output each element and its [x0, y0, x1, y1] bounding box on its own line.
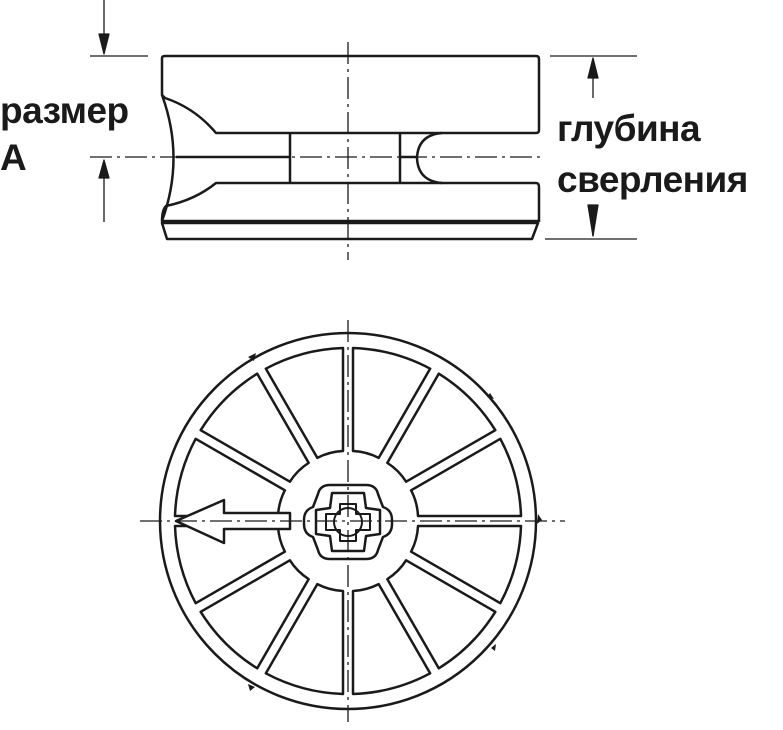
segment	[173, 437, 287, 518]
segment	[173, 524, 287, 605]
segment	[199, 372, 310, 483]
dimension-drill-depth	[545, 55, 637, 240]
left-concave-edge	[160, 94, 175, 222]
neck	[176, 133, 418, 183]
segments	[173, 346, 523, 696]
hub-cross-outer	[314, 491, 382, 553]
hub-outline	[302, 483, 394, 561]
size-a-label-line1: размер	[0, 90, 129, 131]
segment	[351, 582, 432, 696]
drill-depth-label-line2: сверления	[557, 159, 748, 200]
base-chamfer	[160, 221, 540, 241]
top-flange	[160, 54, 541, 135]
dimension-size-a	[90, 0, 148, 222]
side-view	[90, 0, 637, 260]
segment	[386, 372, 497, 483]
top-view	[140, 320, 565, 722]
side-slot-curve	[415, 131, 443, 185]
segment	[386, 559, 497, 670]
segment	[351, 346, 432, 460]
rim-tabs	[248, 353, 542, 691]
segment	[409, 524, 523, 605]
segment	[409, 437, 523, 518]
segment	[264, 582, 345, 696]
bottom-flange	[160, 181, 541, 223]
drill-depth-label-line1: глубина	[557, 108, 701, 149]
size-a-label: размер А	[0, 92, 129, 176]
segment	[199, 559, 310, 670]
size-a-label-line2: А	[0, 137, 27, 178]
hub-cross-inner	[325, 503, 371, 542]
segment	[264, 346, 345, 460]
drill-depth-label: глубина сверления	[557, 110, 748, 198]
